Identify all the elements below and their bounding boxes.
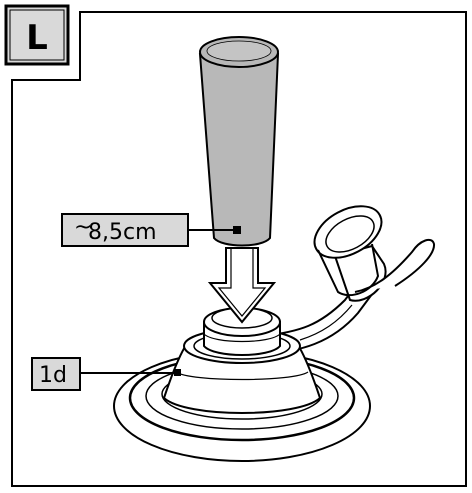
step-letter: L [26,18,48,58]
step-badge: L [4,4,70,66]
length-approx-symbol: ~ [74,215,92,240]
top-collar [203,307,281,356]
length-callout: ~ 8,5cm [61,213,236,247]
down-arrow [207,247,277,324]
tube-arm [261,205,435,356]
diagram-frame [11,11,467,487]
length-value: 8,5cm [88,220,157,245]
part-callout: 1d [31,357,181,391]
part-label: 1d [39,363,67,388]
tapered-tool [198,36,280,247]
